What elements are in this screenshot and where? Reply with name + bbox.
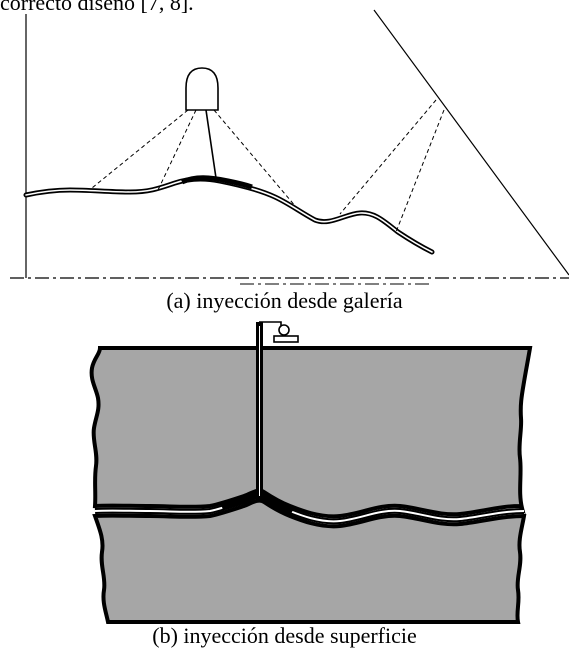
caption-panel-a: (a) inyección desde galería [166,288,403,313]
slope-line [373,9,569,276]
lower-rock-block [92,498,527,624]
borehole-dashed-3 [213,109,297,208]
panel-a-diagram [10,9,569,285]
borehole-dashed-2 [157,109,197,191]
gallery-tunnel [185,67,219,111]
borehole-dashed-5 [395,109,445,233]
caption-panel-b: (b) inyección desde superficie [152,623,417,648]
upper-rock-block [89,346,533,519]
preceding-text-fragment: correcto diseño [7, 8]. [0,0,194,15]
borehole-solid [205,109,217,179]
grouted-joint-segment [180,175,253,190]
pump-base-icon [273,335,299,343]
pump-icon [278,324,290,336]
borehole-dashed-4 [339,99,437,215]
